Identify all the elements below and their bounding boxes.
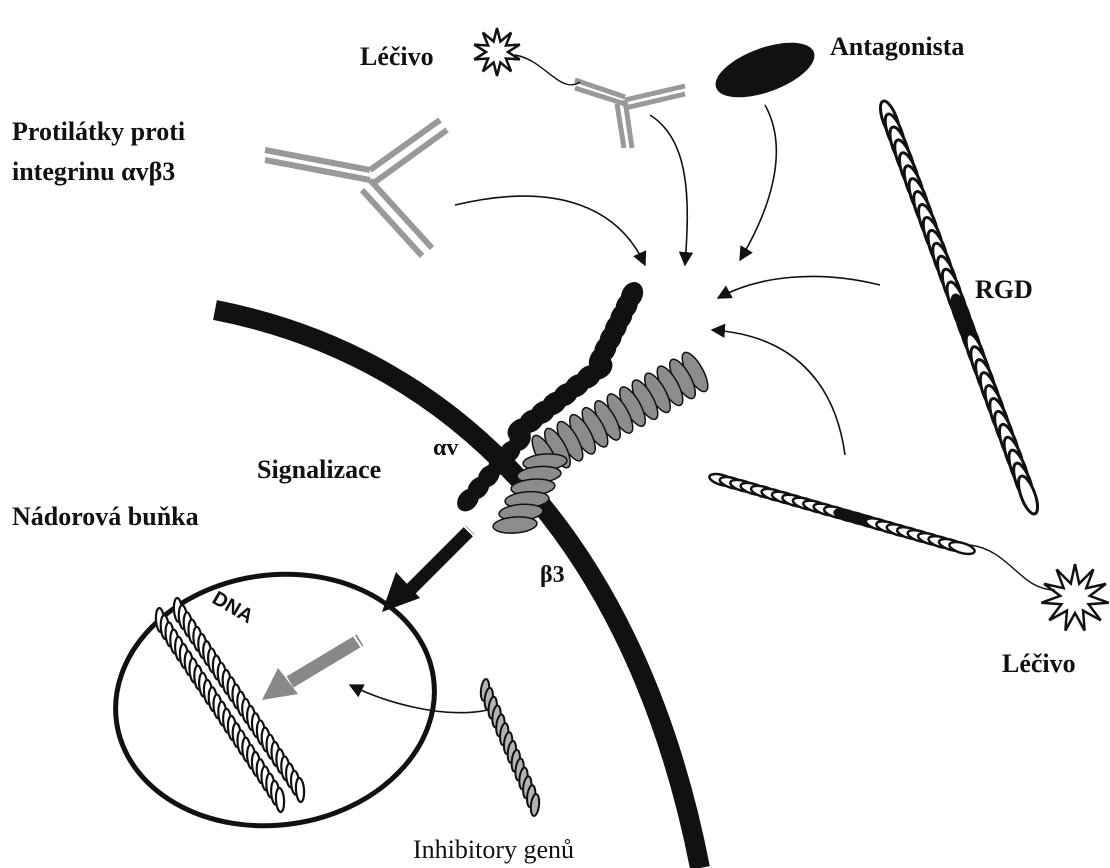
arrow-gene-inhibitor xyxy=(350,685,488,713)
drug-star-icon xyxy=(474,28,520,76)
label-antibody-line1: Protilátky proti xyxy=(12,117,185,146)
signaling-arrow xyxy=(382,519,479,612)
arrow-antibody xyxy=(455,196,645,265)
label-beta3: β3 xyxy=(540,562,565,588)
rgd-drug-loop xyxy=(948,540,976,557)
drug-star-icon xyxy=(1041,564,1108,631)
arrow-antagonist xyxy=(740,105,776,260)
antibody-anti-integrin xyxy=(265,120,447,256)
arrow-rgd-drug xyxy=(712,330,845,455)
rgd-drug-coil xyxy=(708,472,976,557)
label-drug-bottom: Léčivo xyxy=(1002,649,1076,678)
antagonist-shape xyxy=(709,32,822,109)
label-rgd: RGD xyxy=(975,275,1033,304)
label-alpha-v: αv xyxy=(433,435,458,461)
antibody-drug-conjugate xyxy=(575,80,685,148)
drug-linker-top xyxy=(515,55,580,85)
dna-loop xyxy=(275,788,285,812)
label-antibody-line2: integrinu αvβ3 xyxy=(12,157,175,186)
dna-helix xyxy=(155,598,305,812)
label-dna: DNA xyxy=(208,587,257,628)
label-gene-inhibitors: Inhibitory genů xyxy=(413,835,574,864)
gene-expression-arrow xyxy=(262,630,367,700)
label-signaling: Signalizace xyxy=(257,455,381,484)
dna-loop xyxy=(295,778,305,803)
gene-inhibitor-coil xyxy=(480,679,540,817)
rgd-loop xyxy=(1015,474,1042,516)
arrow-rgd xyxy=(718,276,880,298)
label-drug-top: Léčivo xyxy=(360,42,434,71)
beta-bead xyxy=(492,515,537,534)
label-antagonist: Antagonista xyxy=(830,32,964,61)
drug-linker-bottom xyxy=(970,545,1055,590)
label-tumor-cell: Nádorová buňka xyxy=(12,502,199,531)
rgd-peptide-coil xyxy=(877,99,1042,516)
arrow-conjugate xyxy=(650,115,687,265)
